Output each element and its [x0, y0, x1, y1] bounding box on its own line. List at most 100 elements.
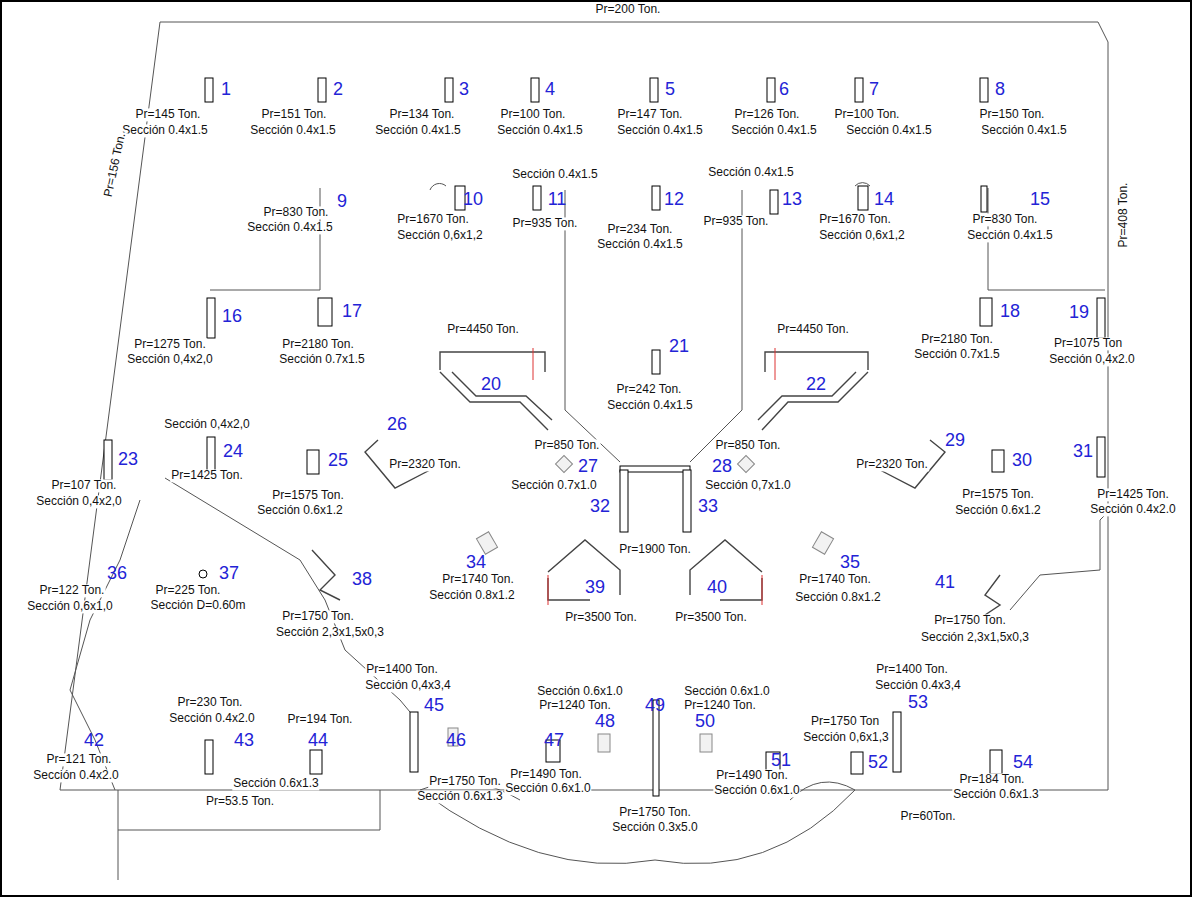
column-number: 31: [1072, 442, 1094, 462]
load-label: Sección 0,7x1.0: [704, 479, 791, 492]
column-number: 39: [584, 578, 606, 598]
column-number: 42: [83, 731, 105, 751]
column-number: 7: [868, 80, 880, 100]
load-label: Pr=2320 Ton.: [855, 458, 929, 471]
load-label: Sección 0.6x1.0: [504, 782, 591, 795]
load-label: Pr=145 Ton.: [135, 108, 202, 121]
column-number: 18: [999, 302, 1021, 322]
column-number: 20: [480, 375, 502, 395]
load-label: Pr=1670 Ton.: [396, 213, 470, 226]
load-label: Pr=2320 Ton.: [388, 458, 462, 471]
column-number: 24: [222, 442, 244, 462]
load-label: Pr=242 Ton.: [616, 383, 683, 396]
load-label: Sección 0.7x1.5: [913, 348, 1000, 361]
load-label: Pr=1400 Ton.: [875, 663, 949, 676]
column-number: 51: [770, 751, 792, 771]
column-number: 22: [805, 375, 827, 395]
column-number: 23: [117, 450, 139, 470]
load-label: Sección 0.4x1.5: [121, 124, 208, 137]
column-number: 47: [543, 731, 565, 751]
load-label: Pr=147 Ton.: [617, 108, 684, 121]
load-label: Pr=1670 Ton.: [818, 213, 892, 226]
column-number: 1: [220, 80, 232, 100]
load-label: Pr=184 Ton.: [959, 773, 1026, 786]
load-label: Pr=156 Ton.: [102, 131, 129, 199]
load-label: Pr=408 Ton.: [1117, 182, 1130, 249]
load-label: Pr=935 Ton.: [512, 217, 579, 230]
load-label: Pr=107 Ton.: [51, 479, 118, 492]
column-number: 53: [907, 693, 929, 713]
load-label: Sección 0.6x1.3: [952, 788, 1039, 801]
load-label: Pr=1240 Ton.: [683, 699, 757, 712]
column-number: 28: [711, 457, 733, 477]
column-number: 35: [839, 553, 861, 573]
load-label: Pr=194 Ton.: [287, 713, 354, 726]
load-label: Pr=1750 Ton.: [281, 610, 355, 623]
load-label: Sección 0,4x2.0: [1048, 353, 1135, 366]
column-number: 13: [781, 190, 803, 210]
load-label: Pr=4450 Ton.: [776, 323, 850, 336]
load-label: Pr=3500 Ton.: [564, 611, 638, 624]
column-number: 11: [547, 190, 568, 210]
column-number: 26: [386, 415, 408, 435]
load-label: Sección 0.6x1.3: [232, 777, 319, 790]
load-label: Sección 0.6x1.3: [416, 790, 503, 803]
load-label: Pr=126 Ton.: [734, 108, 801, 121]
load-label: Sección 0.4x1.5: [246, 221, 333, 234]
column-number: 29: [944, 431, 966, 451]
load-label: Sección 0.4x1.5: [980, 124, 1067, 137]
load-label: Sección 0.4x1.5: [606, 399, 693, 412]
load-label: Pr=1400 Ton.: [365, 663, 439, 676]
column-number: 49: [644, 696, 666, 716]
column-number: 16: [221, 307, 243, 327]
column-number: 8: [994, 80, 1006, 100]
load-label: Sección 0.3x5.0: [611, 821, 698, 834]
load-label: Pr=1750 Ton.: [618, 806, 692, 819]
column-number: 5: [664, 80, 676, 100]
column-number: 50: [694, 712, 716, 732]
load-label: Pr=1490 Ton.: [715, 769, 789, 782]
load-label: Sección 0.7x1.0: [510, 479, 597, 492]
load-label: Sección 0,4x3,4: [364, 679, 451, 692]
load-label: Sección 0.4x1.5: [596, 238, 683, 251]
load-label: Sección 0.6x1.2: [256, 504, 343, 517]
column-number: 30: [1011, 451, 1033, 471]
load-label: Pr=1425 Ton.: [1096, 488, 1170, 501]
column-number: 45: [423, 696, 445, 716]
column-number: 15: [1029, 190, 1051, 210]
column-number: 9: [336, 192, 348, 212]
load-label: Pr=935 Ton.: [703, 215, 770, 228]
load-label: Pr=1740 Ton.: [798, 573, 872, 586]
load-label: Pr=850 Ton.: [715, 439, 782, 452]
column-number: 17: [341, 302, 363, 322]
load-label: Pr=850 Ton.: [534, 439, 601, 452]
load-label: Pr=200 Ton.: [595, 3, 662, 16]
load-label: Pr=4450 Ton.: [446, 323, 520, 336]
load-label: Sección 0,4x2,0: [126, 353, 213, 366]
column-number: 34: [465, 553, 487, 573]
load-label: Pr=151 Ton.: [261, 108, 328, 121]
column-number: 38: [351, 570, 373, 590]
load-label: Sección D=0.60m: [149, 599, 246, 612]
load-label: Sección 2,3x1,5x0,3: [275, 626, 385, 639]
load-label: Pr=1575 Ton.: [271, 489, 345, 502]
column-number: 6: [778, 80, 790, 100]
load-label: Sección 0.8x1.2: [794, 591, 881, 604]
load-label: Sección 0,6x1,2: [396, 229, 483, 242]
load-label: Pr=1750 Ton.: [428, 775, 502, 788]
load-label: Sección 0.4x1.5: [845, 124, 932, 137]
load-label: Sección 0.4x2.0: [1089, 503, 1176, 516]
load-label: Pr=53.5 Ton.: [205, 795, 275, 808]
load-label: Sección 0.4x1.5: [966, 229, 1053, 242]
load-label: Sección 0.4x3,4: [874, 679, 961, 692]
column-number: 19: [1068, 303, 1090, 323]
load-label: Pr=60Ton.: [899, 810, 956, 823]
load-label: Sección 0,4x2,0: [163, 418, 250, 431]
load-label: Sección 0.7x1.5: [278, 353, 365, 366]
load-label: Sección 0.4x2.0: [168, 712, 255, 725]
column-number: 33: [697, 497, 719, 517]
load-label: Pr=230 Ton.: [177, 696, 244, 709]
load-label: Pr=1240 Ton.: [538, 699, 612, 712]
load-label: Sección 0.4x1.5: [249, 124, 336, 137]
load-label: Sección 0.4x1.5: [496, 124, 583, 137]
